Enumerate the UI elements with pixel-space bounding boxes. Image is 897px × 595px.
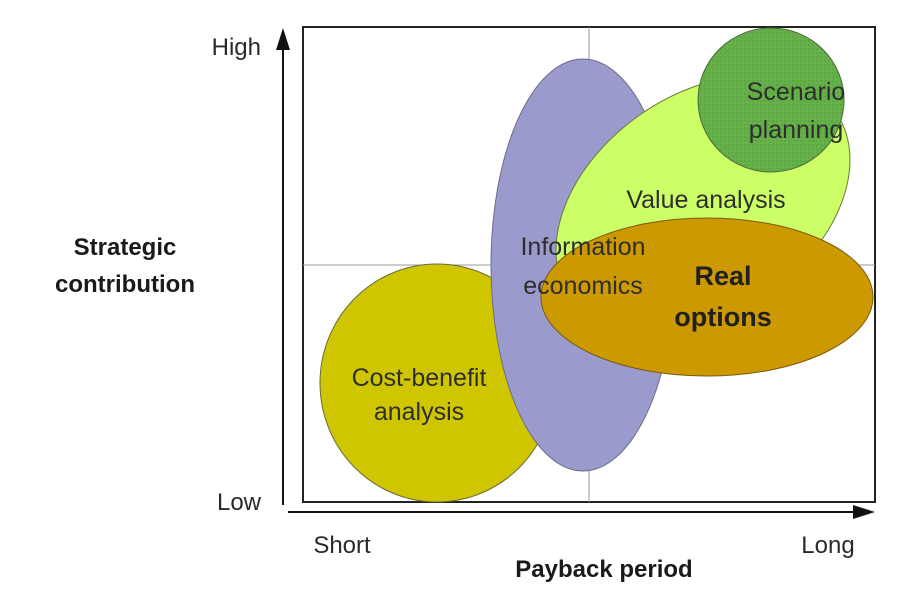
information-economics-label-line1: Information <box>520 233 645 261</box>
value-analysis-label: Value analysis <box>626 186 785 214</box>
y-axis-title-line2: contribution <box>55 271 195 298</box>
y-axis-title-line1: Strategic <box>74 234 177 261</box>
cost-benefit-label-line1: Cost-benefit <box>352 364 487 392</box>
scenario-planning-label-line2: planning <box>749 116 844 144</box>
x-axis-arrowhead-icon <box>853 505 875 519</box>
real-options-label-line1: Real <box>694 261 751 291</box>
real-options-region <box>540 217 874 377</box>
x-short-label: Short <box>313 532 371 559</box>
scenario-planning-texture <box>698 28 844 172</box>
y-high-label: High <box>212 34 261 61</box>
x-long-label: Long <box>801 532 854 559</box>
scenario-planning-label-line1: Scenario <box>747 78 846 106</box>
information-economics-label-line2: economics <box>523 272 643 300</box>
y-axis-arrowhead-icon <box>276 28 290 50</box>
x-axis-title: Payback period <box>515 556 692 583</box>
real-options-label-line2: options <box>674 302 771 332</box>
cost-benefit-label-line2: analysis <box>374 398 464 426</box>
y-low-label: Low <box>217 489 262 516</box>
